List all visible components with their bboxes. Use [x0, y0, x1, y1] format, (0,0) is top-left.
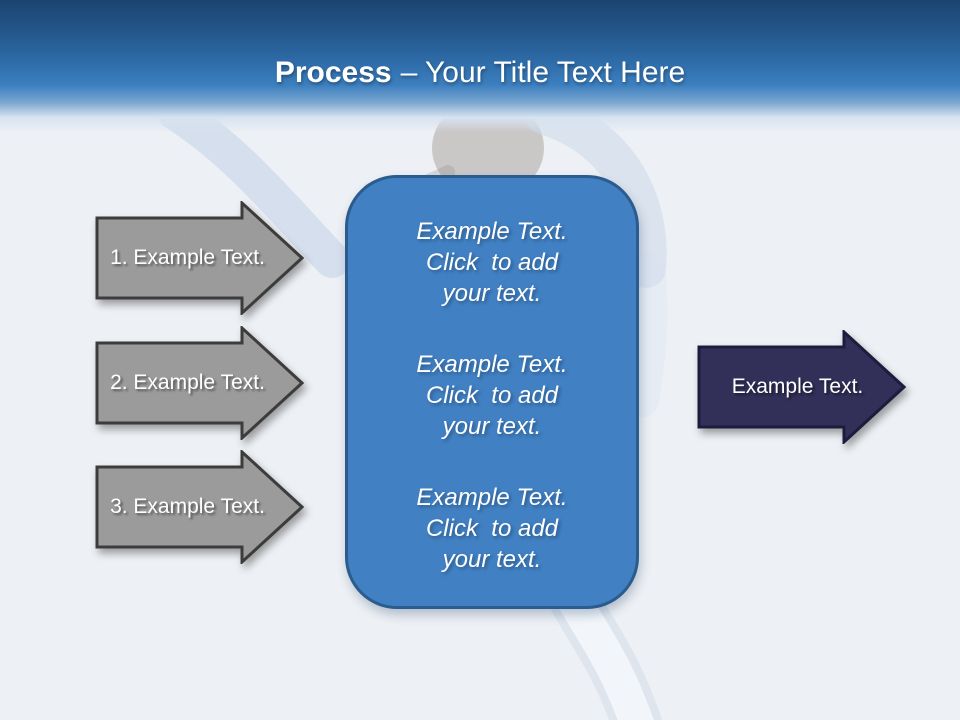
process-arrow-2-label: 2. Example Text. — [110, 371, 265, 394]
result-arrow[interactable]: Example Text. — [697, 330, 906, 444]
gray-arrow-shape — [95, 326, 304, 440]
process-arrow-2[interactable]: 2. Example Text. — [95, 326, 304, 440]
navy-arrow-shape — [697, 330, 906, 444]
result-arrow-label: Example Text. — [731, 375, 864, 398]
content-panel[interactable]: Example Text. Click to add your text. Ex… — [345, 175, 639, 609]
process-arrow-3-label: 3. Example Text. — [110, 495, 265, 518]
panel-paragraph-3: Example Text. Click to add your text. — [416, 483, 568, 573]
title-subtitle: – Your Title Text Here — [400, 56, 686, 89]
panel-paragraph-2: Example Text. Click to add your text. — [416, 350, 568, 440]
panel-paragraph-1: Example Text. Click to add your text. — [416, 217, 568, 307]
page-title: Process– Your Title Text Here — [0, 56, 960, 90]
gray-arrow-shape — [95, 450, 304, 564]
title-keyword: Process — [274, 56, 392, 89]
process-arrow-1[interactable]: 1. Example Text. — [95, 201, 304, 315]
process-arrow-1-label: 1. Example Text. — [110, 246, 265, 269]
process-arrow-3[interactable]: 3. Example Text. — [95, 450, 304, 564]
